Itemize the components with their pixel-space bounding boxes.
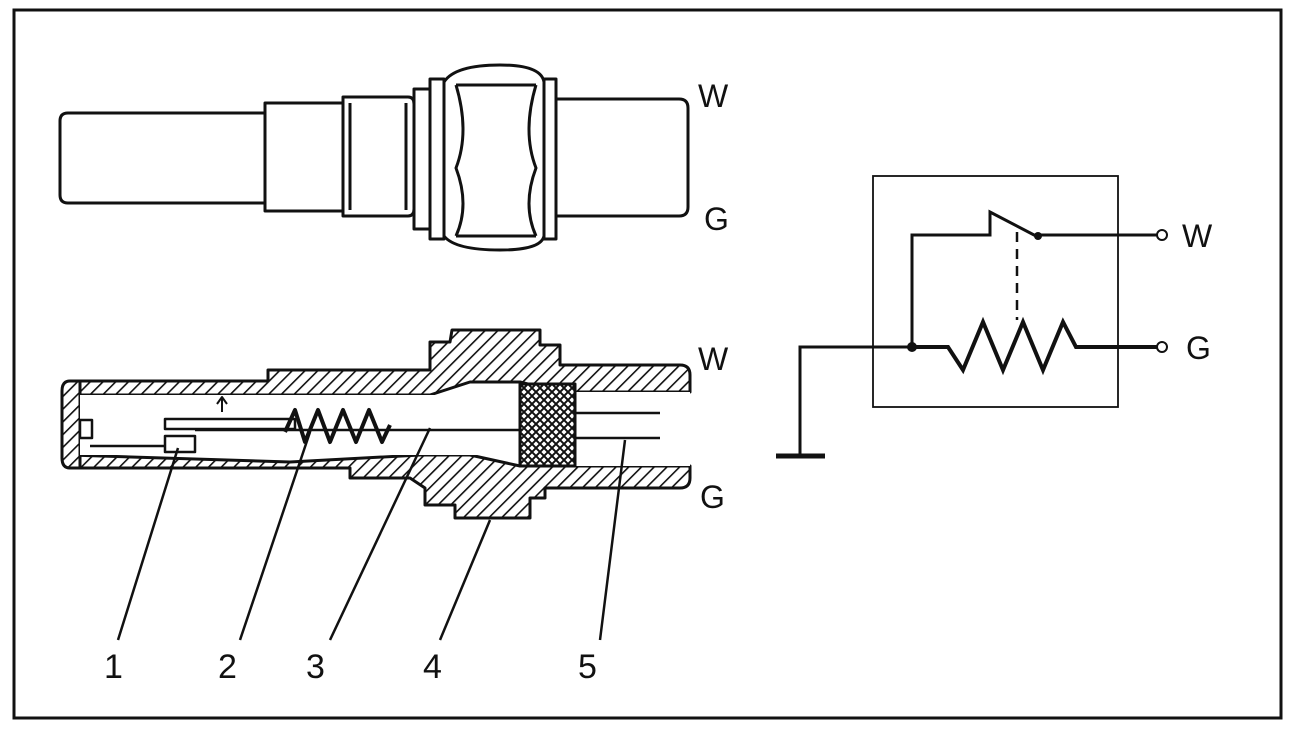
switch-branch [910,209,1037,347]
side-view-terminal-top: W [698,78,729,114]
sensor-probe-tip [58,111,267,205]
connector-bore [575,392,690,466]
sensor-cross-section [60,328,692,520]
sensor-neck [263,101,345,213]
section-view-terminal-bottom: G [700,479,725,515]
sensor-side-view [58,63,690,252]
outer-frame [12,8,1283,720]
schematic-housing-box [872,175,1119,408]
contact-element [163,417,297,431]
housing-top-wall [70,328,692,397]
spring-coil [283,408,392,444]
resistor-symbol [912,316,1157,376]
side-view-terminal-bottom: G [704,201,729,237]
callout-3: 3 [306,648,325,686]
sensor-connector-body [554,97,690,218]
callout-5: 5 [578,648,597,686]
circuit-schematic [776,175,1168,459]
callout-1: 1 [104,648,123,686]
terminal-g-dot [1156,341,1168,353]
insulator-block [518,382,577,468]
sensor-thread-collar [341,95,416,218]
housing-tip [60,379,82,470]
schematic-terminal-bottom: G [1186,330,1211,366]
section-view-terminal-top: W [698,341,729,377]
terminal-w-dot [1156,229,1168,241]
ground-symbol [798,345,912,456]
schematic-terminal-top: W [1182,218,1213,254]
callout-leaders [116,427,627,641]
callout-2: 2 [218,648,237,686]
callout-numbers: 1 2 3 4 5 [104,648,597,686]
callout-4: 4 [423,648,442,686]
sensor-washer [412,87,432,231]
